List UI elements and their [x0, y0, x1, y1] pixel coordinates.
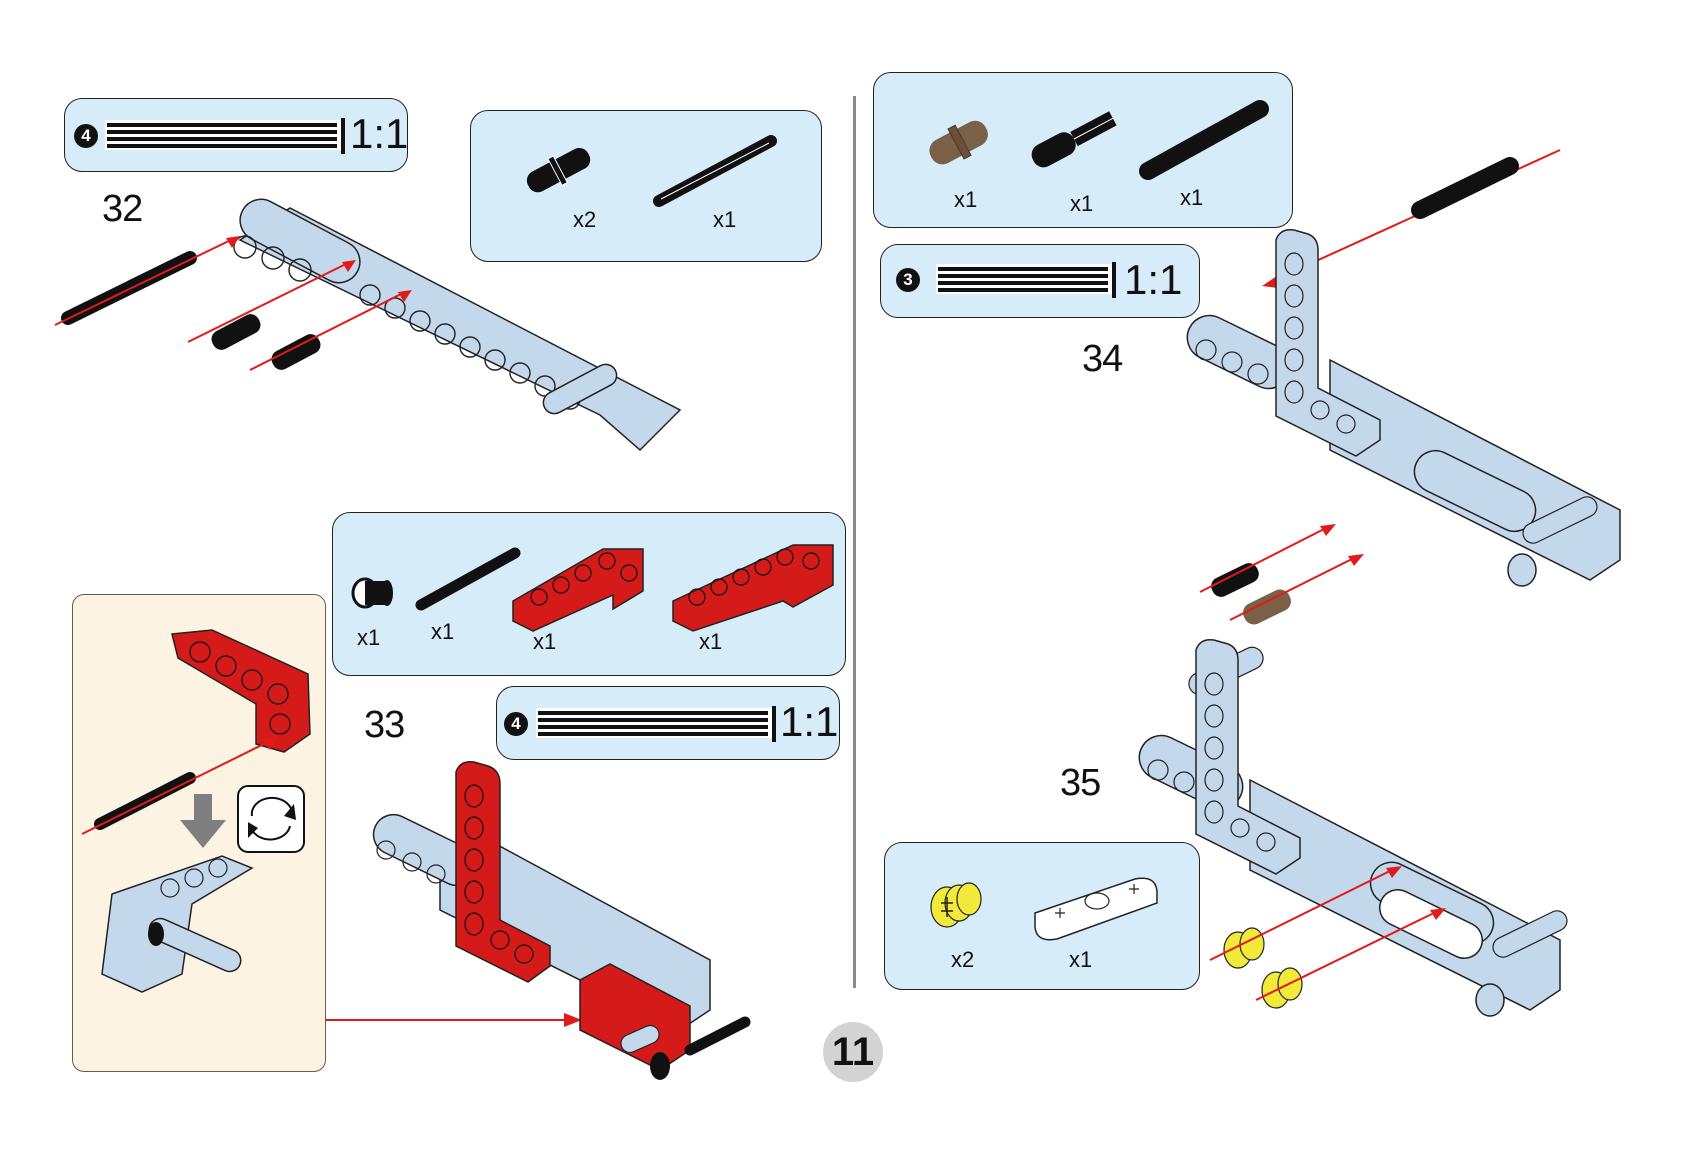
gray-l-beam-vertical	[1195, 638, 1301, 875]
bush-icon	[351, 577, 393, 609]
pin-icon	[526, 147, 591, 193]
white-thin-beam	[1378, 889, 1484, 959]
bush-icon	[930, 882, 982, 928]
step-34-parts-panel: x1 x1 x1	[873, 72, 1293, 228]
insertion-arrow	[54, 237, 236, 326]
pin-icon	[929, 120, 988, 165]
thin-beam-icon	[1034, 877, 1158, 941]
red-l-beam-vertical	[455, 760, 551, 983]
step-33-parts-panel: x1 x1 x1 x1	[332, 512, 846, 676]
part-qty: x1	[699, 629, 723, 654]
axle-black	[1411, 157, 1519, 219]
scale-label: 1:1	[780, 698, 839, 745]
l-beam-icon	[672, 544, 834, 632]
red-l-beam	[171, 629, 311, 753]
axle-gray	[542, 363, 618, 415]
axle-black	[94, 772, 196, 830]
part-qty: x1	[431, 619, 455, 644]
axle-gauge-icon	[536, 706, 776, 742]
scale-label: 1:1	[350, 110, 409, 157]
rotate-icon	[237, 785, 305, 853]
sub-assembly-drawing	[81, 629, 311, 993]
part-qty: x1	[357, 625, 381, 650]
axle-icon	[1139, 100, 1269, 180]
axle-length-badge: 4	[504, 712, 528, 736]
step-34-assembly	[1186, 149, 1621, 625]
axle-gray	[148, 917, 242, 973]
pin-tan	[1243, 589, 1291, 625]
bush-yellow	[1223, 927, 1265, 969]
axle-pin-icon	[1031, 111, 1117, 168]
axle-length-badge: 4	[74, 124, 98, 148]
step-35-assembly	[1138, 638, 1568, 1017]
axle-gauge-icon	[105, 118, 345, 154]
part-qty: x1	[1069, 947, 1093, 972]
sub-assembly-arrow	[326, 1013, 582, 1027]
down-arrow-icon	[180, 794, 226, 848]
pin-black	[211, 314, 261, 350]
part-qty: x2	[951, 947, 975, 972]
step-32-assembly	[54, 198, 682, 452]
step-number: 34	[1082, 338, 1123, 380]
gray-l-beam-vertical	[1275, 228, 1381, 457]
l-beam-icon	[512, 548, 644, 632]
step-number: 33	[364, 704, 405, 746]
scale-label: 1:1	[1124, 256, 1183, 303]
step-number: 32	[102, 188, 143, 230]
axle-gauge-icon	[936, 262, 1116, 298]
axle-pin-black	[1211, 563, 1259, 597]
page-number: 11	[823, 1022, 883, 1082]
page-divider	[853, 96, 856, 988]
part-qty: x1	[713, 207, 737, 232]
part-qty: x1	[1180, 185, 1204, 210]
step-33-assembly	[372, 760, 751, 1080]
axle-length-badge: 3	[896, 268, 920, 292]
step-35-parts-panel: x2 x1	[884, 842, 1200, 990]
beam-3	[239, 198, 361, 284]
part-qty: x1	[1070, 191, 1094, 216]
pin-black	[271, 334, 321, 370]
axle-icon	[653, 135, 777, 207]
axle-icon	[415, 547, 521, 611]
part-qty: x1	[533, 629, 557, 654]
part-qty: x2	[573, 207, 597, 232]
step-number: 35	[1060, 762, 1101, 804]
step-32-parts-panel: x2 x1	[470, 110, 822, 262]
part-qty: x1	[954, 187, 978, 212]
